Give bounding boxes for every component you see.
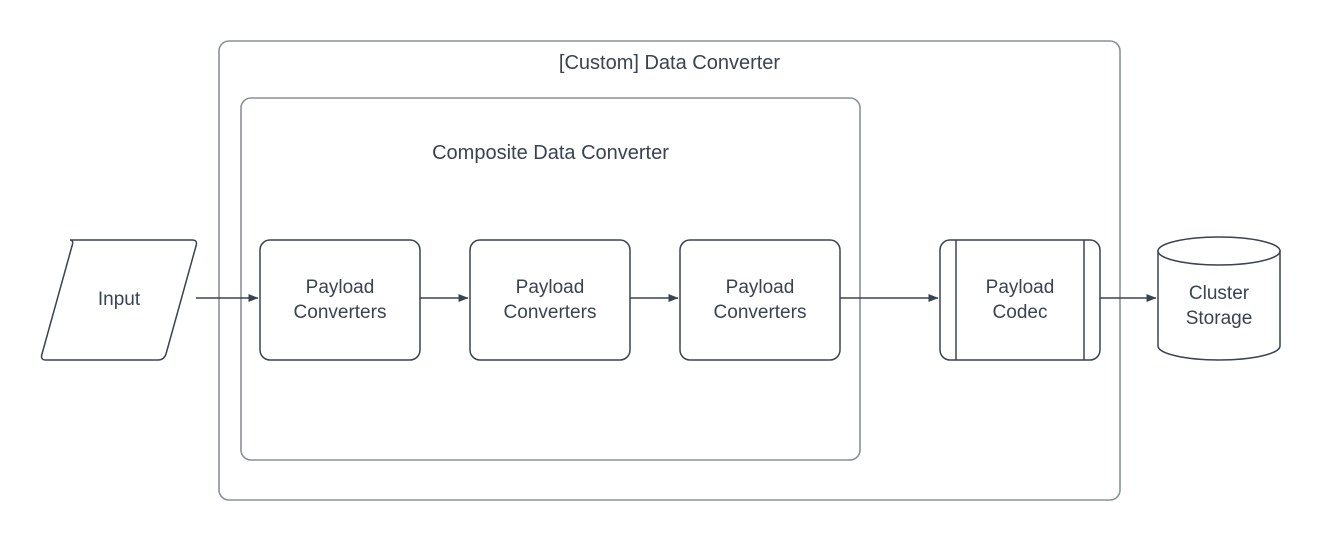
node-payload-converters-2-shape[interactable] <box>469 239 631 361</box>
container-custom-data-converter-title: [Custom] Data Converter <box>558 52 781 74</box>
node-input-shape[interactable] <box>40 239 198 361</box>
node-payload-codec-shape[interactable] <box>939 239 1101 361</box>
node-payload-converters-3-shape[interactable] <box>679 239 841 361</box>
container-composite-data-converter-title: Composite Data Converter <box>432 142 669 164</box>
node-payload-converters-1-shape[interactable] <box>259 239 421 361</box>
node-cluster-storage-shape[interactable] <box>1157 236 1281 361</box>
